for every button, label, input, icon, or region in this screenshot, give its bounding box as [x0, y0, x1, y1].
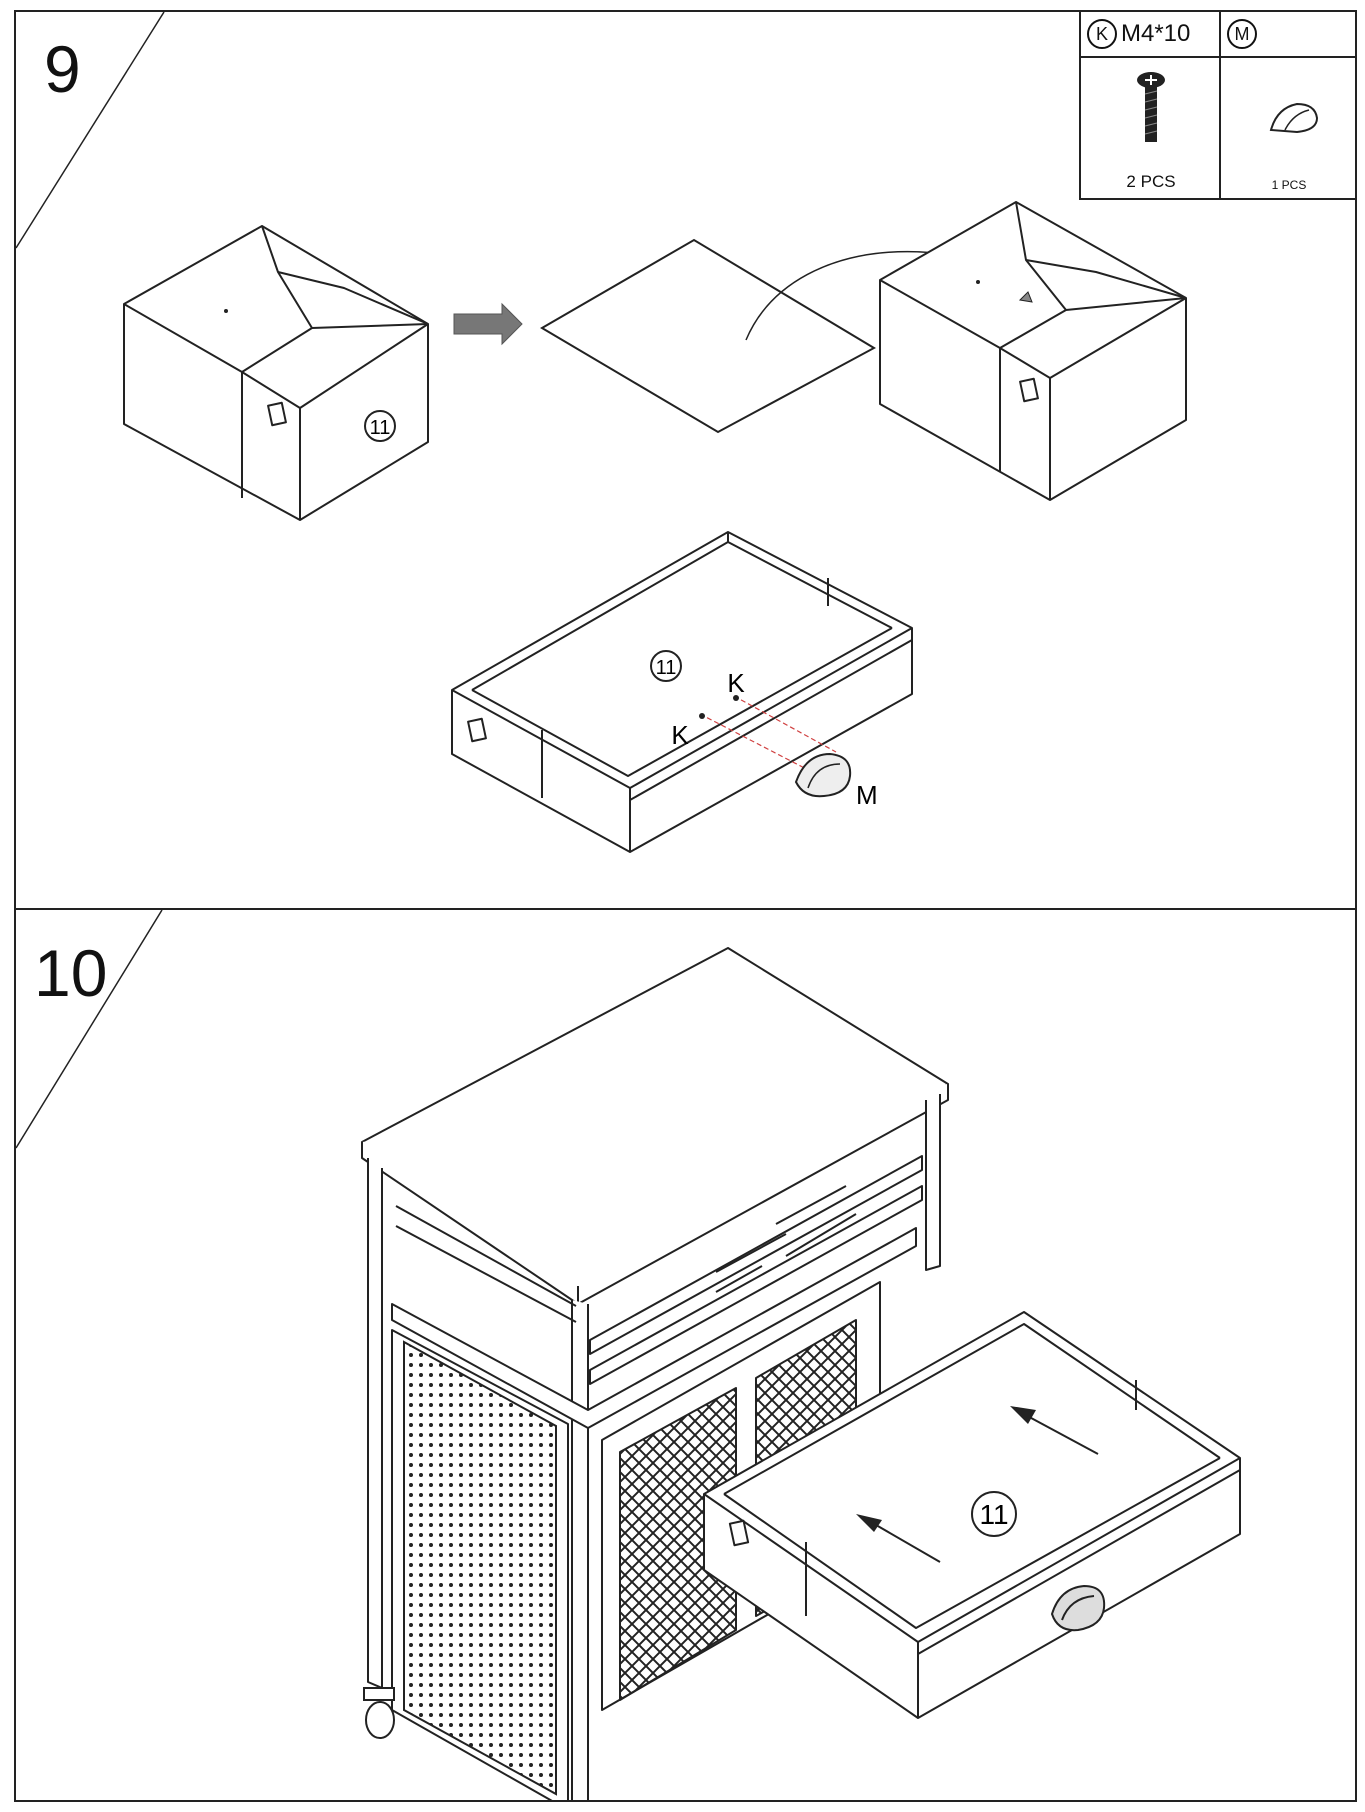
- parts-table: K M4*10 M 2 PCS 1 PCS: [1079, 10, 1357, 200]
- screw-label-k: K: [671, 720, 689, 750]
- handle-icon: [1269, 102, 1319, 134]
- part-k-size: M4*10: [1121, 20, 1191, 47]
- step-10-corner: [16, 910, 163, 1149]
- drawer-number-label: 11: [656, 657, 677, 679]
- arrow-icon: [453, 302, 523, 346]
- part-m-qty: 1 PCS: [1271, 178, 1307, 192]
- parts-k-header: K M4*10: [1081, 12, 1221, 58]
- handle-label-m: M: [856, 780, 878, 810]
- part-k-qty: 2 PCS: [1126, 172, 1176, 191]
- screw-icon: [1137, 72, 1165, 142]
- screw-label-k: K: [727, 668, 745, 698]
- parts-m-header: M: [1221, 12, 1357, 58]
- step-number: 10: [34, 936, 108, 1010]
- drawer-number-label: 11: [979, 1499, 1008, 1530]
- step-9-panel: 9 K M4*10 M 2 PCS 1 PCS: [14, 10, 1357, 910]
- step-10-panel: 10: [14, 908, 1357, 1802]
- drawer-number-label: 11: [370, 417, 391, 439]
- step-9-corner: [16, 12, 165, 249]
- part-m-letter: M: [1227, 19, 1257, 49]
- part-k-letter: K: [1087, 19, 1117, 49]
- step-10-diagram: 11: [361, 947, 1241, 1800]
- step-number: 9: [44, 32, 81, 106]
- step-9-diagram: 11: [123, 201, 1187, 853]
